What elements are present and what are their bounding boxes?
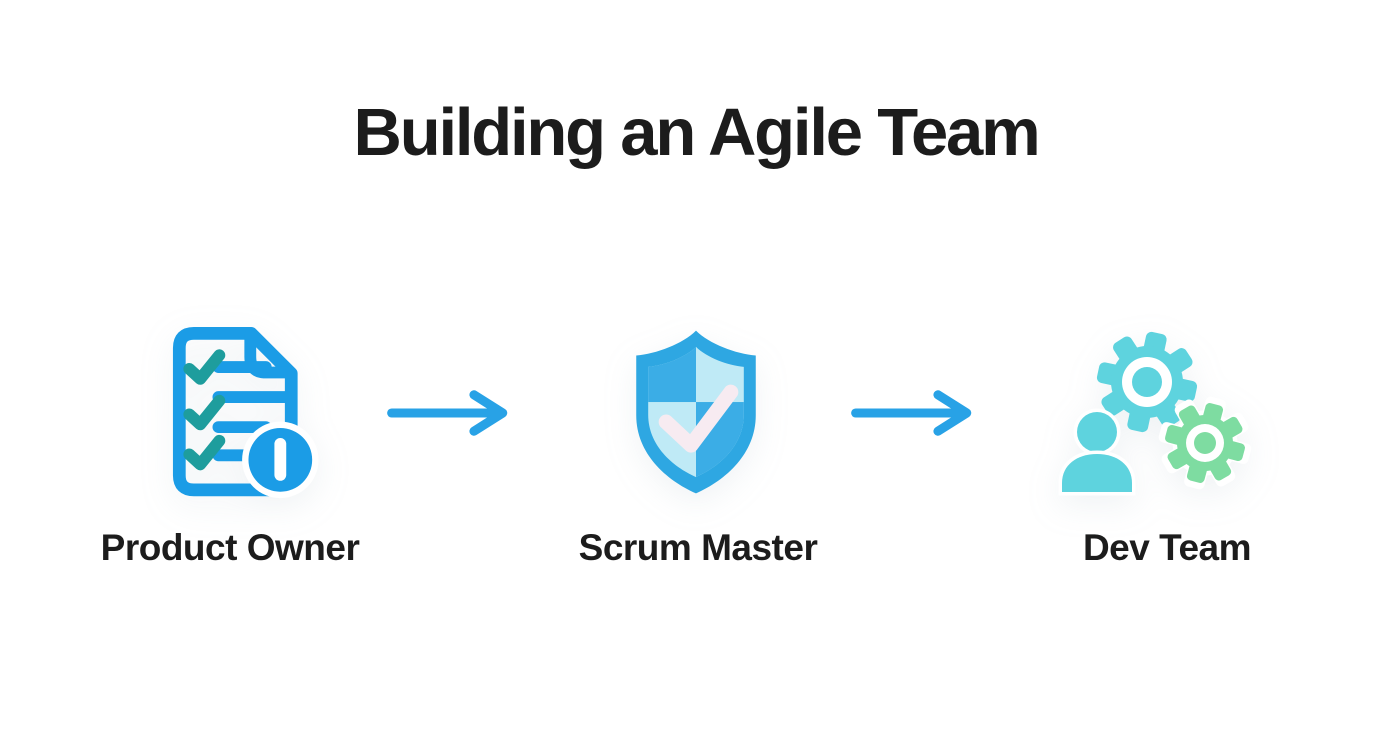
step-label-scrum-master: Scrum Master: [578, 527, 818, 568]
gear-icon: [1096, 331, 1198, 433]
shield-check-icon: [613, 322, 779, 502]
arrow-right-icon: [848, 390, 982, 436]
step-label-product-owner: Product Owner: [100, 527, 360, 568]
person-icon: [1058, 408, 1136, 496]
step-label-dev-team: Dev Team: [1082, 527, 1252, 568]
person-gears-icon: [1050, 325, 1260, 500]
page-title: Building an Agile Team: [353, 95, 1041, 170]
checklist-document-icon: [142, 317, 324, 499]
gear-icon: [1158, 396, 1252, 490]
check-icon: [658, 384, 739, 453]
arrow-right-icon: [384, 390, 518, 436]
